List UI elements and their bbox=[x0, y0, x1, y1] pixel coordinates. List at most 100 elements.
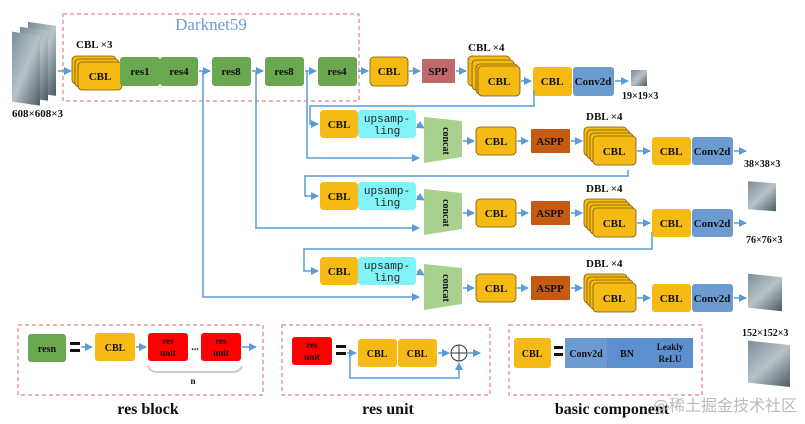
svg-text:res1: res1 bbox=[130, 66, 149, 78]
branch-conv2d: Conv2d bbox=[692, 284, 733, 312]
svg-text:CBL: CBL bbox=[485, 283, 508, 295]
watermark: @稀土掘金技术社区 bbox=[652, 396, 797, 415]
svg-text:Leakly: Leakly bbox=[657, 342, 684, 352]
basic-component-legend bbox=[508, 324, 703, 396]
output-19-label: 19×19×3 bbox=[622, 91, 658, 102]
res-unit-legend bbox=[281, 324, 491, 396]
concat-block: concat bbox=[424, 117, 462, 163]
dbl-x4-label: DBL ×4 bbox=[586, 258, 623, 270]
svg-text:CBL: CBL bbox=[328, 191, 351, 203]
svg-text:resn: resn bbox=[38, 344, 57, 355]
res8-block-2: res8 bbox=[265, 57, 304, 86]
dbl-stack: CBL bbox=[583, 126, 637, 166]
svg-text:SPP: SPP bbox=[428, 66, 448, 78]
dbl-x4-label: DBL ×4 bbox=[586, 183, 623, 195]
legend-resn: resn bbox=[28, 334, 66, 362]
legend-unit-cbl-1: CBL bbox=[358, 339, 397, 367]
res-block-title: res block bbox=[117, 401, 179, 418]
svg-text:unit: unit bbox=[213, 348, 229, 358]
branch-out-cbl: CBL bbox=[652, 284, 691, 312]
legend-cbl: CBL bbox=[95, 333, 135, 361]
head-out-cbl: CBL bbox=[533, 67, 572, 96]
svg-text:res4: res4 bbox=[327, 66, 347, 78]
head-conv2d: Conv2d bbox=[573, 67, 614, 96]
svg-text:Conv2d: Conv2d bbox=[694, 293, 731, 305]
svg-text:concat: concat bbox=[440, 127, 451, 155]
cbl-stack-x3: CBL bbox=[71, 55, 123, 91]
add-icon bbox=[450, 344, 468, 362]
svg-text:ASPP: ASPP bbox=[536, 283, 564, 295]
spp-block: SPP bbox=[422, 59, 455, 83]
cbl-stack-text: CBL bbox=[89, 71, 112, 83]
darknet-region bbox=[62, 13, 360, 102]
svg-text:ASPP: ASPP bbox=[536, 208, 564, 220]
svg-text:upsamp-: upsamp- bbox=[364, 114, 410, 126]
svg-text:res: res bbox=[162, 336, 174, 346]
svg-text:CBL: CBL bbox=[378, 66, 401, 78]
svg-text:ASPP: ASPP bbox=[536, 136, 564, 148]
legend-brace bbox=[147, 365, 243, 373]
svg-text:upsamp-: upsamp- bbox=[364, 261, 410, 273]
aspp-block: ASPP bbox=[531, 276, 570, 300]
svg-text:ling: ling bbox=[374, 198, 400, 210]
concat-block: concat bbox=[424, 264, 462, 310]
branch-cbl-2: CBL bbox=[475, 273, 517, 303]
output-image bbox=[748, 340, 790, 388]
svg-text:res4: res4 bbox=[169, 66, 189, 78]
svg-text:res8: res8 bbox=[274, 66, 294, 78]
svg-text:ling: ling bbox=[374, 126, 400, 138]
branch-conv2d: Conv2d bbox=[692, 137, 733, 165]
svg-text:CBL: CBL bbox=[485, 208, 508, 220]
legend-res-unit: res unit bbox=[292, 337, 332, 365]
svg-text:ReLU: ReLU bbox=[659, 354, 682, 364]
aspp-block: ASPP bbox=[531, 129, 570, 153]
svg-text:CBL: CBL bbox=[105, 343, 126, 354]
output-size-label: 152×152×3 bbox=[742, 328, 788, 339]
upsample-block: upsamp-ling bbox=[358, 257, 416, 285]
output-19-image bbox=[631, 70, 647, 86]
branch-out-cbl: CBL bbox=[652, 209, 691, 237]
basic-component-title: basic component bbox=[555, 401, 670, 418]
svg-text:CBL: CBL bbox=[603, 146, 626, 158]
legend-res-unit-1: res unit bbox=[148, 333, 188, 361]
aspp-block: ASPP bbox=[531, 201, 570, 225]
upsample-block: upsamp-ling bbox=[358, 110, 416, 138]
legend-unit-cbl-2: CBL bbox=[398, 339, 437, 367]
cbl-x3-label: CBL ×3 bbox=[76, 39, 113, 51]
svg-text:unit: unit bbox=[160, 348, 176, 358]
branch-conv2d: Conv2d bbox=[692, 209, 733, 237]
legend-bn: BN bbox=[607, 338, 647, 368]
output-size-label: 38×38×3 bbox=[744, 159, 780, 170]
svg-text:unit: unit bbox=[304, 352, 320, 362]
svg-text:res: res bbox=[215, 336, 227, 346]
svg-text:concat: concat bbox=[440, 199, 451, 227]
svg-text:res: res bbox=[306, 340, 318, 350]
svg-text:Conv2d: Conv2d bbox=[569, 349, 603, 360]
res1-block: res1 bbox=[120, 57, 160, 86]
svg-text:CBL: CBL bbox=[603, 218, 626, 230]
head-cbl: CBL bbox=[369, 56, 409, 87]
input-size-label: 608×608×3 bbox=[12, 108, 64, 120]
res4-block: res4 bbox=[160, 57, 198, 86]
branch-cbl: CBL bbox=[320, 257, 358, 285]
svg-text:CBL: CBL bbox=[603, 293, 626, 305]
cbl-x4-label: CBL ×4 bbox=[468, 42, 505, 54]
output-image bbox=[748, 181, 776, 212]
darknet-title: Darknet59 bbox=[175, 15, 247, 34]
legend-basic-cbl: CBL bbox=[514, 338, 551, 368]
upsample-block: upsamp-ling bbox=[358, 182, 416, 210]
dbl-stack: CBL bbox=[583, 273, 637, 313]
svg-text:CBL: CBL bbox=[541, 76, 564, 88]
svg-text:CBL: CBL bbox=[328, 266, 351, 278]
branch-cbl: CBL bbox=[320, 110, 358, 138]
res-unit-title: res unit bbox=[362, 401, 414, 418]
svg-text:Conv2d: Conv2d bbox=[694, 218, 731, 230]
svg-text:CBL: CBL bbox=[367, 349, 388, 360]
legend-dots: ... bbox=[191, 342, 199, 353]
res4-block-2: res4 bbox=[318, 57, 357, 86]
res-block-legend bbox=[17, 324, 264, 396]
